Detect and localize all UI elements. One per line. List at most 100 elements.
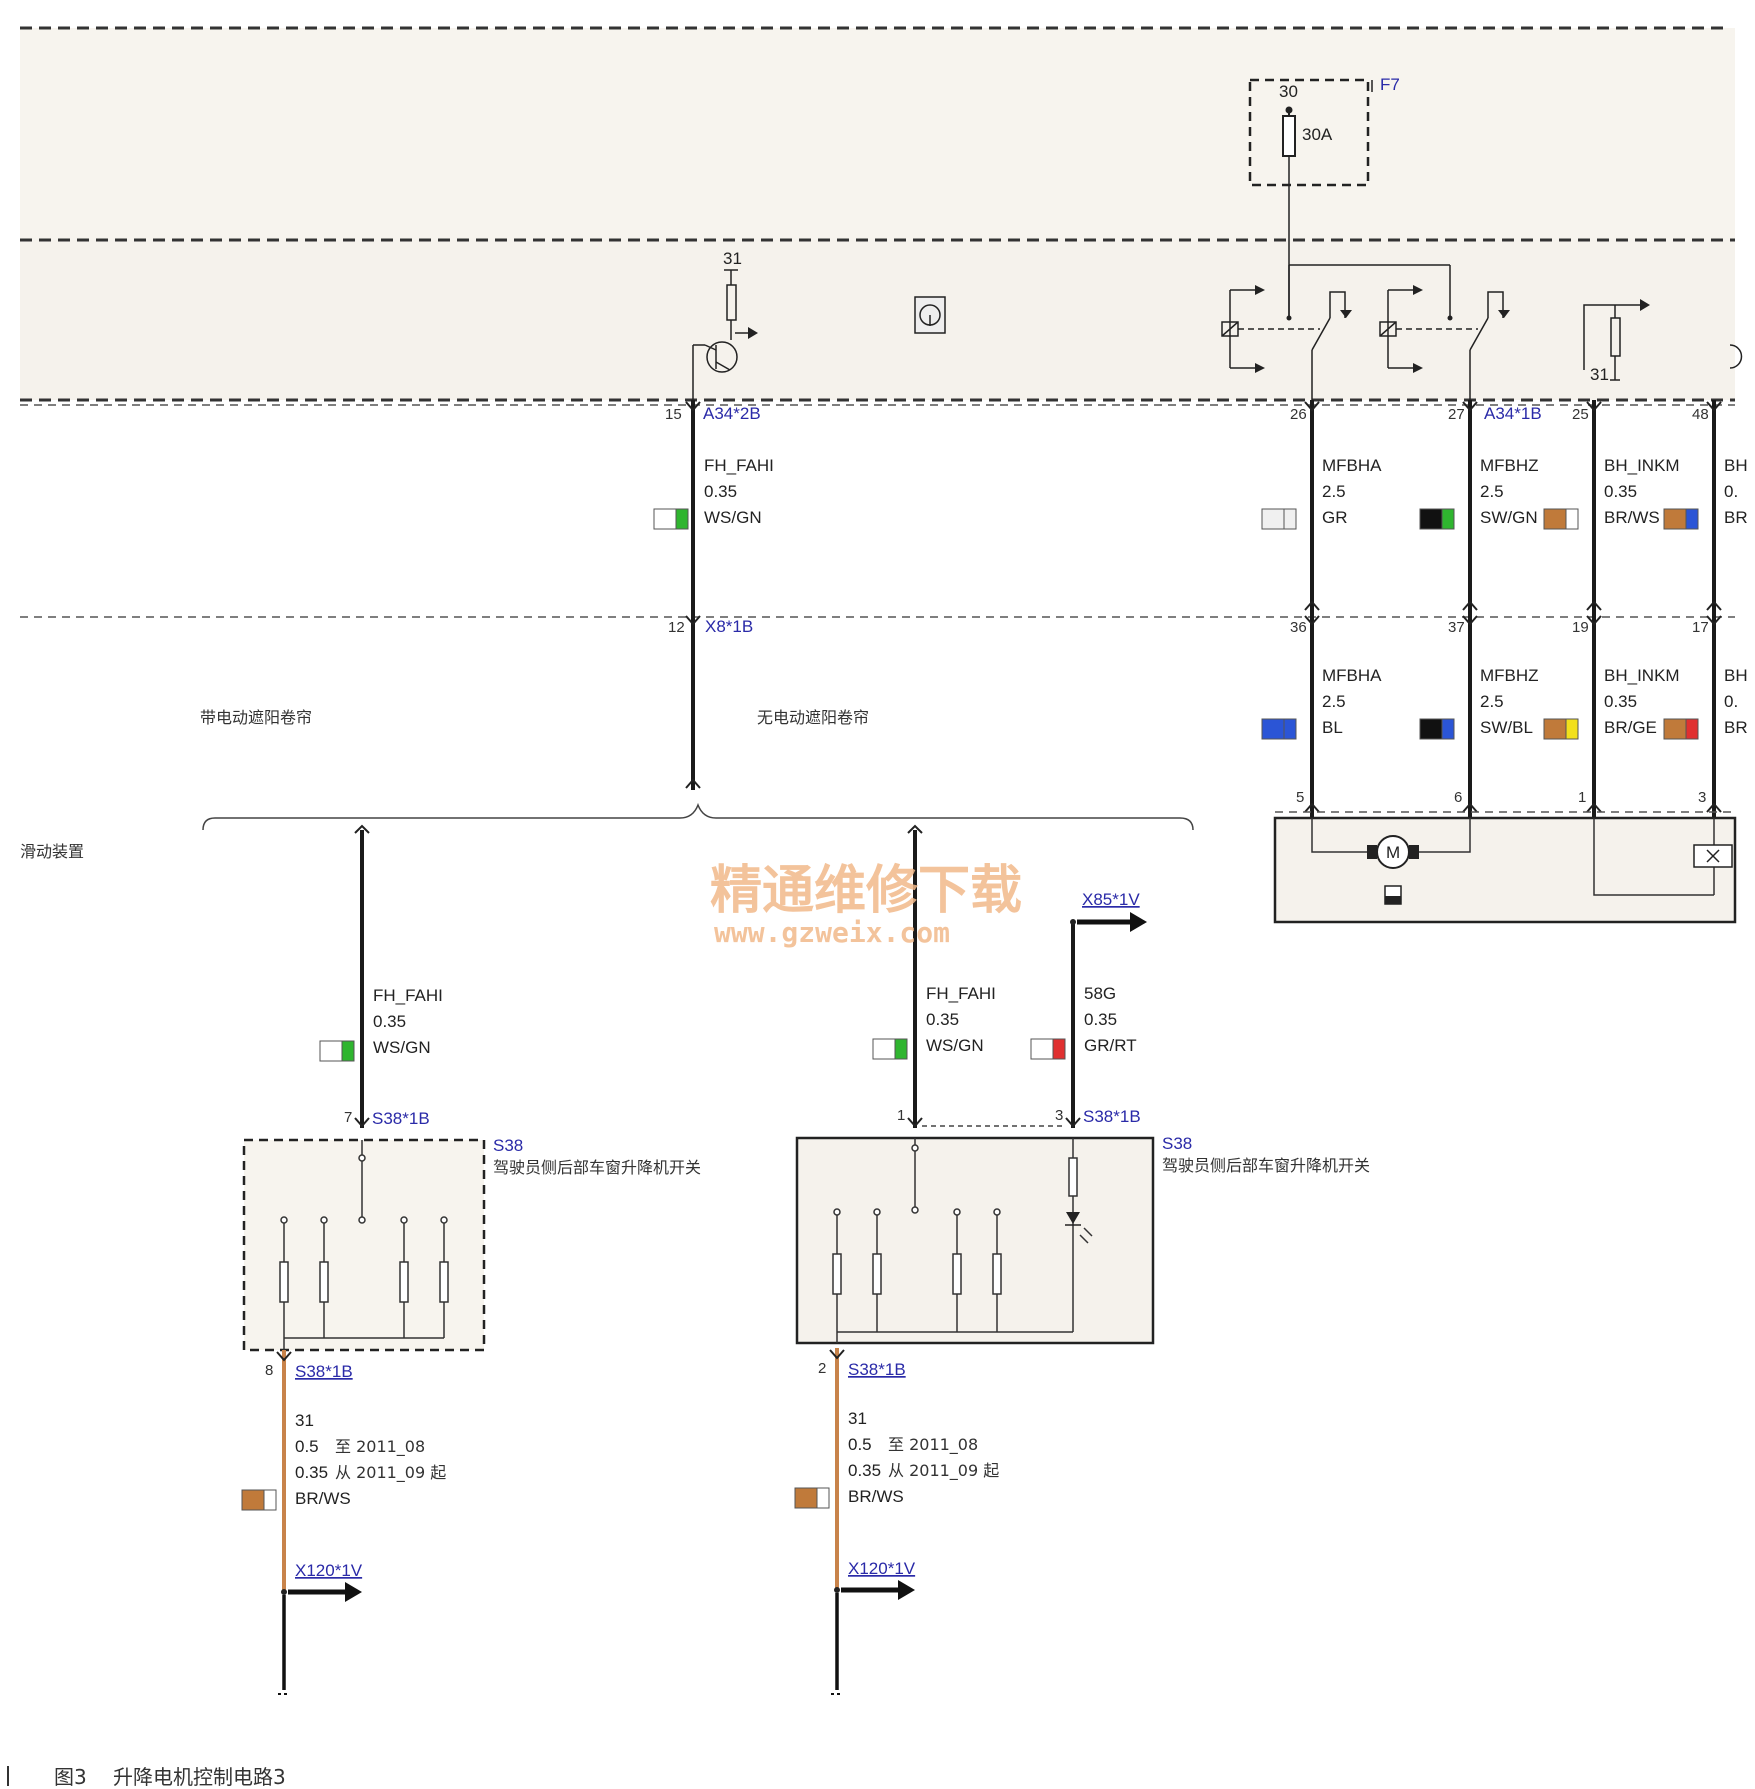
right-wire-name-upper: MFBHA	[1322, 456, 1382, 475]
right-wire-color-lower: BR	[1724, 718, 1748, 737]
watermark-text: 精通维修下载	[710, 861, 1022, 921]
right-wire-chip-lower-a	[1543, 718, 1567, 740]
right-wire-mid-mark-a	[1586, 600, 1602, 611]
right-wire-chip-upper-a	[1419, 508, 1443, 530]
right-wire-mid-mark-b	[1304, 615, 1320, 626]
right-wire-pin-upper: 25	[1572, 406, 1589, 423]
right-wire-name-lower: BH_INKM	[1604, 666, 1680, 685]
right-wire-size-lower: 0.	[1724, 692, 1738, 711]
right-wire-color-upper: BR	[1724, 508, 1748, 527]
right-wire-chip-lower-b	[1565, 718, 1579, 740]
top-wire-color: WS/GN	[704, 508, 762, 527]
right-wire-mid-mark-b	[1586, 615, 1602, 626]
right-wire-mid-mark-a	[1462, 600, 1478, 611]
left-gnd-note-a: 至 2011_08	[335, 1437, 425, 1457]
right-wire-top-mark	[1304, 401, 1320, 412]
connector-marks-top	[685, 401, 701, 789]
right-wire-pin-lower: 36	[1290, 619, 1307, 636]
right-wire-size-upper: 2.5	[1480, 482, 1504, 501]
branch-brace	[202, 802, 1194, 831]
left-connector: S38*1B	[372, 1109, 430, 1128]
right-connector: S38*1B	[1083, 1107, 1141, 1126]
right-wire-mid-mark-a	[1706, 600, 1722, 611]
right-wire-bottom-mark	[1462, 802, 1478, 813]
right-wire-pin-upper: 48	[1692, 406, 1709, 423]
right-wire-pin-lower: 17	[1692, 619, 1709, 636]
right-wire-chip-upper-a	[1261, 508, 1285, 530]
right-wire-size: 0.35	[926, 1010, 959, 1029]
left-gnd-size-a: 0.5	[295, 1437, 319, 1456]
right-wire-chip-upper-b	[1441, 508, 1455, 530]
right-gnd-note-a: 至 2011_08	[888, 1435, 978, 1455]
right-gnd-size-a: 0.5	[848, 1435, 872, 1454]
light-connector: X85*1V	[1082, 890, 1140, 909]
caption-title: 升降电机控制电路3	[113, 1765, 286, 1789]
right-wire-color-lower: BL	[1322, 718, 1343, 737]
right-wire-name-upper: BH	[1724, 456, 1748, 475]
right-wire-bottom-mark	[1586, 802, 1602, 813]
right-gnd-name: 31	[848, 1409, 867, 1428]
right-wire-size-upper: 0.35	[1604, 482, 1637, 501]
caption-figure: 图3	[54, 1765, 87, 1789]
right-wire-pin-bottom: 3	[1698, 789, 1706, 806]
right-wire-size-upper: 2.5	[1322, 482, 1346, 501]
right-wire-size-lower: 0.35	[1604, 692, 1637, 711]
right-switch-s38	[795, 1136, 1155, 1345]
right-wire-chip-upper-b	[1685, 508, 1699, 530]
right-color-chip	[872, 1038, 908, 1060]
right-wire-mid-mark-b	[1462, 615, 1478, 626]
with-sunshade-label: 带电动遮阳卷帘	[200, 708, 312, 727]
left-gnd-size-b: 0.35	[295, 1463, 328, 1482]
left-ground-arrow	[278, 1582, 362, 1695]
right-out-pin: 2	[818, 1360, 826, 1377]
left-wire-color: WS/GN	[373, 1038, 431, 1057]
mid-pin: 12	[668, 619, 685, 636]
right-wire-chip-lower-a	[1261, 718, 1285, 740]
right-wire-pin-lower: 19	[1572, 619, 1589, 636]
right-wire-name-lower: MFBHZ	[1480, 666, 1539, 685]
right-wire-size-lower: 2.5	[1480, 692, 1504, 711]
right-wire-color-lower: SW/BL	[1480, 718, 1533, 737]
light-arrow	[1070, 912, 1147, 932]
right-wire-name: FH_FAHI	[926, 984, 996, 1003]
right-wire-chip-lower-a	[1663, 718, 1687, 740]
light-name: 58G	[1084, 984, 1116, 1003]
right-wire-mid-mark-b	[1706, 615, 1722, 626]
right-switch-name: 驾驶员侧后部车窗升降机开关	[1162, 1156, 1370, 1175]
right-switch-id: S38	[1162, 1134, 1192, 1153]
left-branch-mark	[354, 824, 370, 834]
module-band-top	[20, 28, 1735, 240]
right-wire-bottom-mark	[1706, 802, 1722, 813]
right-out-connector: S38*1B	[848, 1360, 906, 1379]
right-wire-pin-lower: 37	[1448, 619, 1465, 636]
light-color-chip	[1030, 1038, 1066, 1060]
relay-arrows	[1255, 285, 1650, 373]
top-color-chip	[653, 508, 689, 530]
module-icon	[914, 296, 946, 334]
right-wire-top-mark	[1706, 401, 1722, 412]
right-gnd-chip	[794, 1487, 830, 1509]
right-pin-mark	[907, 1117, 923, 1128]
right-wire-pin-upper: 27	[1448, 406, 1465, 423]
top-connector: A34*2B	[703, 404, 761, 423]
right-wire-name-upper: MFBHZ	[1480, 456, 1539, 475]
right-wire-color: WS/GN	[926, 1036, 984, 1055]
left-region-label: 滑动装置	[20, 842, 84, 861]
watermark-url: www.gzweix.com	[714, 916, 950, 949]
right-wire-color-upper: SW/GN	[1480, 508, 1538, 527]
right-wire-pin-upper: 26	[1290, 406, 1307, 423]
right-ground-label: 31	[1590, 365, 1609, 384]
relay-block	[1221, 264, 1640, 405]
top-ground-label: 31	[723, 249, 742, 268]
left-out-pin: 8	[265, 1362, 273, 1379]
right-wire-top-mark	[1586, 401, 1602, 412]
right-block-connector: A34*1B	[1484, 404, 1542, 423]
top-pin: 15	[665, 406, 682, 423]
dashed-separators	[20, 26, 1735, 402]
left-color-chip	[319, 1040, 355, 1062]
right-wire-chip-lower-a	[1419, 718, 1443, 740]
left-pin: 7	[344, 1109, 352, 1126]
right-wire-chip-upper-b	[1283, 508, 1297, 530]
right-wire-pin-bottom: 5	[1296, 789, 1304, 806]
